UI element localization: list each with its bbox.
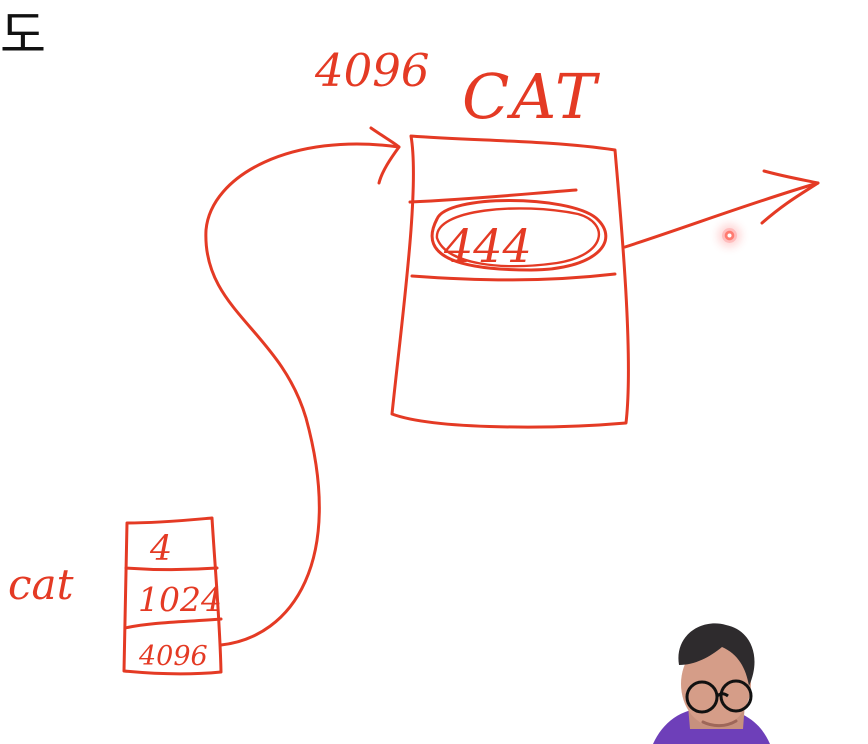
presenter-hair	[678, 623, 755, 686]
laser-pointer-icon	[722, 228, 737, 243]
heap-value-ellipse-outer	[430, 199, 608, 272]
korean-title-fragment: 도	[0, 6, 46, 64]
glasses-right-lens	[719, 679, 753, 713]
heap-value-divider	[410, 272, 617, 282]
stack-frame-box	[122, 516, 223, 676]
heap-top-divider	[408, 188, 578, 204]
pointer-curve-to-heap	[204, 142, 401, 647]
stack-value-1-label: 4	[149, 529, 172, 569]
variable-name-label: cat	[8, 560, 74, 609]
class-name-label: CAT	[462, 60, 601, 133]
glasses-bridge	[716, 692, 729, 698]
pointer-arrowhead	[369, 126, 401, 185]
heap-object-box	[390, 134, 630, 429]
presenter-mouth	[701, 719, 738, 728]
heap-outgoing-pointer	[623, 181, 820, 249]
stack-value-3-label: 4096	[138, 641, 208, 672]
presenter-face	[681, 641, 751, 727]
stack-value-2-label: 1024	[138, 580, 222, 619]
stack-divider-1	[124, 566, 219, 571]
presenter-video-overlay	[653, 623, 770, 744]
glasses-left-lens	[685, 680, 719, 714]
heap-outgoing-arrowhead	[760, 169, 820, 225]
heap-value-label: 444	[443, 219, 532, 273]
top-address-label: 4096	[314, 44, 430, 97]
stack-divider-2	[123, 617, 223, 630]
heap-value-ellipse-inner	[435, 207, 601, 268]
